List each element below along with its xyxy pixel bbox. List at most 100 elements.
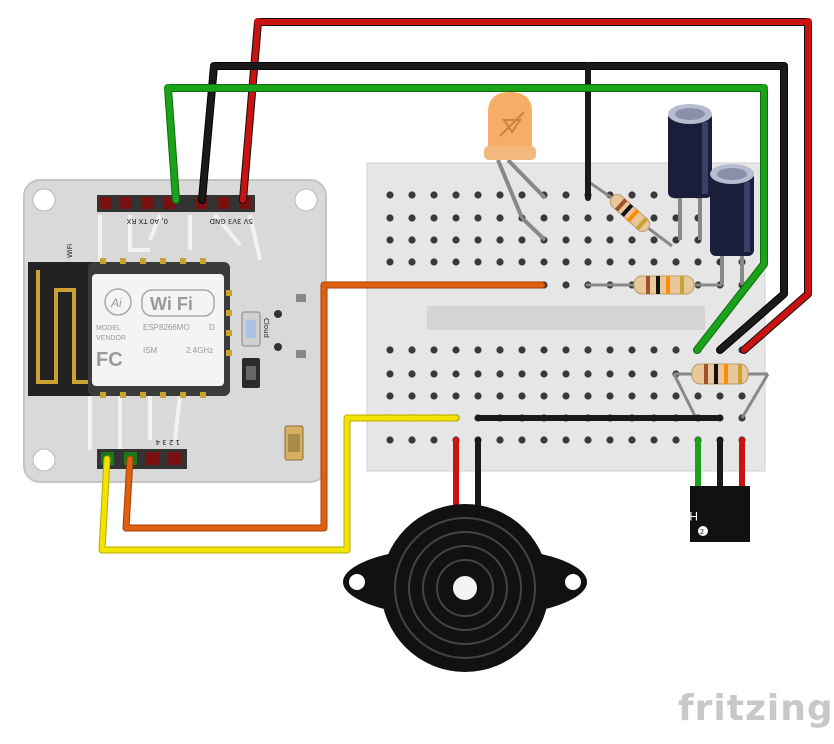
chip-shield <box>92 274 224 386</box>
wire-end-dots-green <box>164 84 768 92</box>
breadboard-hole <box>452 346 460 354</box>
breadboard-hole <box>672 346 680 354</box>
breadboard-hole <box>408 436 416 444</box>
breadboard-hole <box>540 214 548 222</box>
breadboard-hole <box>584 258 592 266</box>
breadboard-hole <box>430 258 438 266</box>
cloud-label: Cloud <box>262 318 270 338</box>
breadboard-hole <box>386 191 394 199</box>
breadboard-hole <box>386 436 394 444</box>
breadboard-hole <box>672 258 680 266</box>
breadboard-hole <box>474 258 482 266</box>
breadboard-hole <box>474 214 482 222</box>
wire-end-dots-red <box>254 18 812 26</box>
breadboard-hole <box>496 258 504 266</box>
breadboard-hole <box>408 191 416 199</box>
breadboard-hole <box>606 214 614 222</box>
breadboard-hole <box>562 346 570 354</box>
breadboard-hole <box>694 258 702 266</box>
breadboard <box>366 162 766 472</box>
usb-pad-bottom <box>296 350 306 358</box>
breadboard-hole <box>386 392 394 400</box>
chip-model-value: ESP8266MO <box>143 323 190 332</box>
breadboard-hole <box>408 214 416 222</box>
breadboard-hole <box>540 436 548 444</box>
breadboard-hole <box>496 370 504 378</box>
breadboard-hole <box>496 236 504 244</box>
wifi-small-label: WiFi <box>66 244 74 258</box>
breadboard-hole <box>650 346 658 354</box>
hall-sensor-sub: 2 <box>700 529 704 536</box>
breadboard-hole <box>496 392 504 400</box>
capacitor-1 <box>668 104 712 240</box>
chip-wifi-text: Wi Fi <box>150 294 193 314</box>
breadboard-hole <box>518 258 526 266</box>
capacitor-2 <box>710 164 754 285</box>
chip-ai-text: Ai <box>110 296 122 310</box>
breadboard-hole <box>606 392 614 400</box>
breadboard-hole <box>628 370 636 378</box>
breadboard-hole <box>562 236 570 244</box>
breadboard-hole <box>430 346 438 354</box>
chip-d-label: D <box>209 323 215 332</box>
breadboard-hole <box>474 191 482 199</box>
breadboard-hole <box>408 258 416 266</box>
breadboard-hole <box>562 392 570 400</box>
breadboard-hole <box>430 214 438 222</box>
breadboard-hole <box>386 370 394 378</box>
breadboard-hole <box>672 214 680 222</box>
breadboard-hole <box>386 258 394 266</box>
breadboard-hole <box>584 214 592 222</box>
orange-led <box>484 92 547 242</box>
breadboard-hole <box>518 436 526 444</box>
chip-model-label: MODEL <box>96 325 121 332</box>
breadboard-hole <box>474 392 482 400</box>
breadboard-hole <box>518 392 526 400</box>
antenna-trace <box>36 270 92 384</box>
breadboard-hole <box>628 346 636 354</box>
breadboard-hole <box>452 392 460 400</box>
piezo-buzzer <box>343 504 587 672</box>
top-pin-labels-left: 0, A0 TX RX <box>126 217 168 225</box>
chip-pads <box>100 258 232 398</box>
top-pin-labels-right: 5V 3V3 GND <box>210 217 253 225</box>
breadboard-hole <box>628 258 636 266</box>
breadboard-hole <box>606 370 614 378</box>
breadboard-hole <box>650 370 658 378</box>
breadboard-hole <box>694 392 702 400</box>
breadboard-hole <box>386 346 394 354</box>
breadboard-hole <box>540 346 548 354</box>
breadboard-hole <box>584 370 592 378</box>
breadboard-hole <box>430 370 438 378</box>
chip-vendor-label: VENDOR <box>96 335 126 342</box>
usb-pad-top <box>296 294 306 302</box>
breadboard-hole <box>452 236 460 244</box>
ai-logo-icon <box>104 288 132 316</box>
breadboard-hole <box>562 281 570 289</box>
breadboard-hole <box>650 392 658 400</box>
breadboard-hole <box>738 392 746 400</box>
breadboard-hole <box>672 392 680 400</box>
breadboard-hole <box>518 370 526 378</box>
breadboard-hole <box>474 370 482 378</box>
breadboard-hole <box>540 392 548 400</box>
breadboard-hole <box>628 236 636 244</box>
breadboard-hole <box>408 346 416 354</box>
breadboard-hole <box>496 346 504 354</box>
breadboard-hole <box>496 436 504 444</box>
breadboard-hole <box>430 236 438 244</box>
breadboard-hole <box>672 236 680 244</box>
breadboard-hole <box>562 191 570 199</box>
hall-effect-sensor: Hall Eff 2 <box>659 486 750 542</box>
breadboard-hole <box>606 258 614 266</box>
breadboard-hole <box>606 236 614 244</box>
breadboard-hole <box>540 258 548 266</box>
breadboard-hole <box>584 236 592 244</box>
bottom-pin-labels: 1 2 3 4 <box>155 438 180 446</box>
resistor-sensor <box>672 363 770 419</box>
esp-wifi-board: 0, A0 TX RX 5V 3V3 GND WiFi Ai Wi Fi MOD… <box>23 179 327 483</box>
breadboard-hole <box>650 214 658 222</box>
breadboard-hole <box>386 214 394 222</box>
breadboard-hole <box>562 258 570 266</box>
